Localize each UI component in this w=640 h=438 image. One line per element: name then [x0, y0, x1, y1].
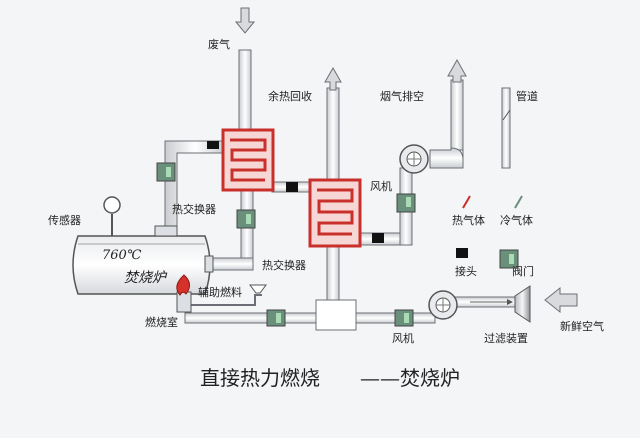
gas-legend: [462, 195, 523, 209]
hot-gas-icon: [462, 195, 471, 209]
joint-legend: [456, 248, 468, 258]
label-pipe: 管道: [516, 89, 538, 103]
label-combustion-chamber: 燃烧室: [145, 315, 178, 329]
label-fresh-air: 新鲜空气: [560, 319, 604, 333]
label-heat-exchanger-1: 热交换器: [172, 202, 216, 216]
valve-hx1-left: [156, 162, 176, 182]
mixing-box: [315, 299, 357, 331]
heat-exchanger-1: [221, 128, 275, 192]
valve-bottom-right: [394, 309, 414, 327]
hx2-down-pipe: [326, 244, 340, 306]
label-furnace-name: 焚烧炉: [124, 270, 168, 286]
label-fan-top: 风机: [370, 179, 392, 193]
label-valve: 阀门: [512, 264, 534, 278]
waste-gas-pipe: [238, 49, 252, 133]
flue-elbow: [429, 147, 464, 169]
title-suffix: ——焚烧炉: [360, 366, 460, 390]
fan-top: [399, 144, 429, 174]
flue-exhaust-pipe: [450, 79, 464, 151]
label-heat-exchanger-2: 热交换器: [262, 258, 306, 272]
labels: 废气 余热回收 烟气排空 管道 热交换器 热交换器 传感器 760℃ 焚烧炉 风…: [48, 37, 604, 345]
label-temperature: 760℃: [102, 248, 142, 263]
joint-hx2-right: [372, 233, 384, 243]
furnace-tank: [72, 196, 214, 295]
burner: [176, 274, 192, 313]
flue-exhaust-arrow: [447, 58, 467, 83]
label-hot-gas: 热气体: [452, 213, 485, 227]
label-waste-gas: 废气: [208, 37, 230, 51]
joint-hx1-right: [286, 182, 298, 192]
hx1-to-tank-pipe: [164, 140, 226, 233]
flame-icon: [176, 274, 190, 296]
heat-recovery-pipe: [326, 87, 340, 181]
aux-fuel-pipe: [190, 294, 262, 306]
bottom-main-pipe: [184, 312, 321, 324]
flow-arrows: [234, 7, 578, 314]
valve-legend: [499, 249, 519, 269]
filter-device: [470, 285, 531, 323]
label-filter-device: 过滤装置: [484, 332, 528, 345]
label-fan-bottom: 风机: [392, 331, 414, 345]
pipe-legend: [501, 87, 511, 169]
fresh-air-arrow: [544, 286, 578, 314]
aux-fuel-funnel: [249, 284, 267, 294]
valves: [156, 162, 519, 327]
valve-fan-top: [396, 193, 416, 213]
label-joint: 接头: [455, 265, 477, 278]
diagram-title: 直接热力燃烧 ——焚烧炉: [200, 366, 460, 390]
label-aux-fuel: 辅助燃料: [198, 285, 242, 299]
joints: [207, 141, 468, 258]
title-main: 直接热力燃烧: [200, 366, 320, 390]
heat-recovery-arrow: [324, 66, 342, 91]
fan-bottom: [428, 290, 458, 320]
heat-exchanger-2: [308, 178, 362, 248]
label-flue-exhaust: 烟气排空: [380, 89, 424, 103]
sensor-dial: [103, 196, 121, 214]
joint-hx1-left: [207, 141, 219, 149]
waste-gas-arrow: [234, 7, 256, 34]
cold-gas-icon: [514, 195, 523, 209]
label-heat-recovery: 余热回收: [268, 89, 312, 103]
valve-bottom-left: [266, 309, 286, 327]
label-cold-gas: 冷气体: [500, 213, 533, 227]
label-sensor: 传感器: [48, 214, 81, 227]
valve-hx1-down: [236, 209, 256, 229]
